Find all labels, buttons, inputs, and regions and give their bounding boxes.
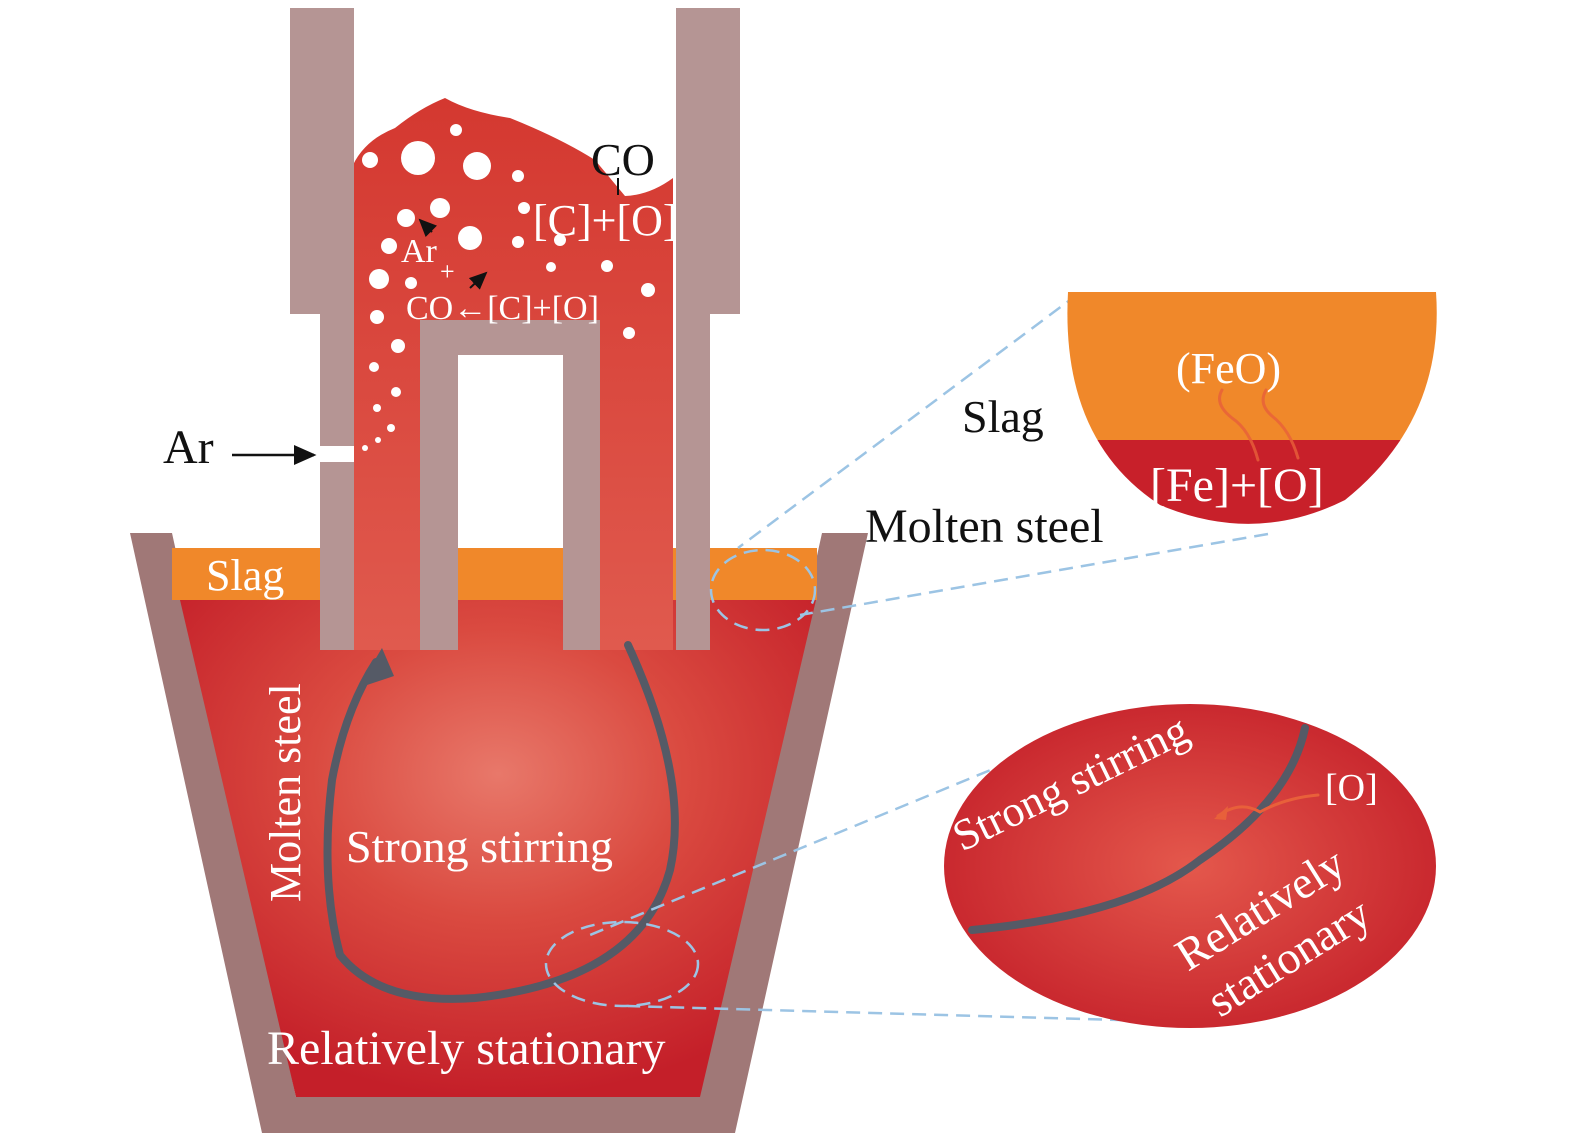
gas-bubbles [362, 124, 655, 451]
circulation-arrowhead [358, 648, 394, 688]
label-ar-inlet: Ar [163, 421, 214, 474]
label-feo: (FeO) [1176, 344, 1281, 393]
label-slag-zoom: Slag [962, 391, 1044, 442]
co-bubble-arrow [468, 271, 488, 290]
label-strong-stirring-main: Strong stirring [346, 821, 613, 872]
slag-zoom [1067, 292, 1437, 524]
label-molten-steel-right: Molten steel [865, 500, 1104, 553]
stirring-detail-region [544, 920, 700, 1008]
circulation-arrow [323, 641, 679, 1003]
label-co-reaction: CO←[C]+[O] [406, 290, 599, 327]
label-plus: + [440, 257, 455, 286]
label-relatively-stationary-main: Relatively stationary [267, 1022, 666, 1075]
snorkel-inner-wall [420, 320, 600, 650]
oxygen-diffusion-arrow [1216, 793, 1320, 818]
label-c-plus-o-top: [C]+[O] [533, 196, 678, 245]
slag-detail-region [709, 548, 817, 632]
circulation-flow [323, 641, 679, 1003]
label-co-top: CO [591, 134, 655, 185]
vacuum-vessel [290, 8, 740, 650]
label-molten-steel-vertical: Molten steel [261, 683, 310, 902]
text-labels: CO [C]+[O] Ar + CO←[C]+[O] Ar Slag Molte… [163, 134, 1379, 1075]
argon-inlet-gap [320, 446, 354, 462]
stirring-zoom-flow-line [968, 724, 1309, 934]
label-ar-bubble: Ar [401, 233, 438, 270]
stirring-zoom [944, 704, 1436, 1028]
vessel-left-wall [290, 8, 354, 314]
feo-transfer-arrows [1218, 388, 1300, 462]
up-snorkel-outer [320, 314, 354, 650]
vessel-reaction-arrows [418, 178, 619, 290]
label-o-zoom: [O] [1325, 767, 1378, 809]
label-slag-main: Slag [206, 551, 284, 600]
label-fe-plus-o: [Fe]+[O] [1150, 459, 1324, 512]
vessel-right-wall [676, 8, 740, 314]
ar-arrow [418, 218, 437, 237]
zoom-connectors [544, 292, 1269, 1024]
down-snorkel-outer [676, 314, 710, 650]
